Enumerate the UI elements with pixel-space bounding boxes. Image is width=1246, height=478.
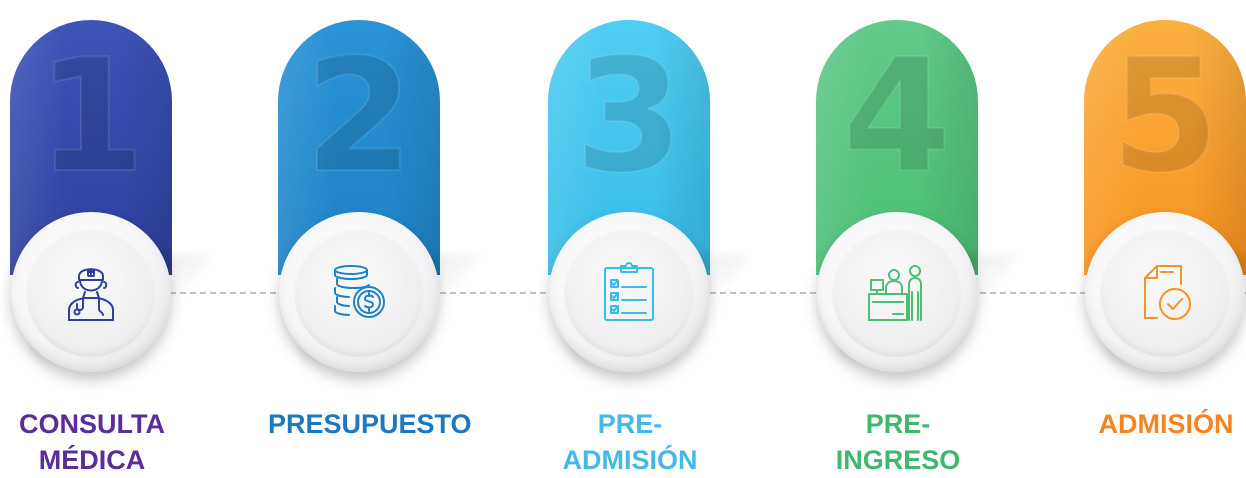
step-5-label: ADMISIÓN — [1098, 409, 1234, 439]
step-1-label: CONSULTA MÉDICA — [19, 409, 165, 475]
step-3: 3 PRE-ADMISIÓN — [538, 0, 748, 477]
step-5-number: 5 — [1110, 25, 1221, 207]
step-5-icon-badge — [1085, 212, 1245, 372]
step-4-label: PRE-INGRESO — [835, 409, 961, 475]
step-2: 2 PRESUPUESTO — [268, 0, 478, 477]
reception-desk-icon — [868, 265, 922, 321]
step-4-icon-badge — [817, 212, 977, 372]
step-3-label: PRE-ADMISIÓN — [562, 409, 698, 475]
step-4-number: 4 — [842, 25, 953, 207]
clipboard-checklist-icon — [604, 262, 654, 321]
step-3-icon-badge — [549, 212, 709, 372]
step-3-number: 3 — [574, 25, 685, 207]
step-2-label: PRESUPUESTO — [268, 409, 472, 439]
step-2-icon-badge — [279, 212, 439, 372]
coins-dollar-icon — [334, 265, 385, 318]
step-5: 5 ADMISIÓN — [1074, 0, 1246, 477]
document-check-icon — [1144, 265, 1191, 320]
step-1-icon-badge — [11, 212, 171, 372]
step-4: 4 PRE-INGRESO — [806, 0, 1016, 477]
step-1: 1 CONSULTA MÉDICA — [0, 0, 210, 477]
step-1-number: 1 — [36, 25, 147, 207]
doctor-icon — [68, 268, 114, 321]
step-2-number: 2 — [304, 25, 415, 207]
